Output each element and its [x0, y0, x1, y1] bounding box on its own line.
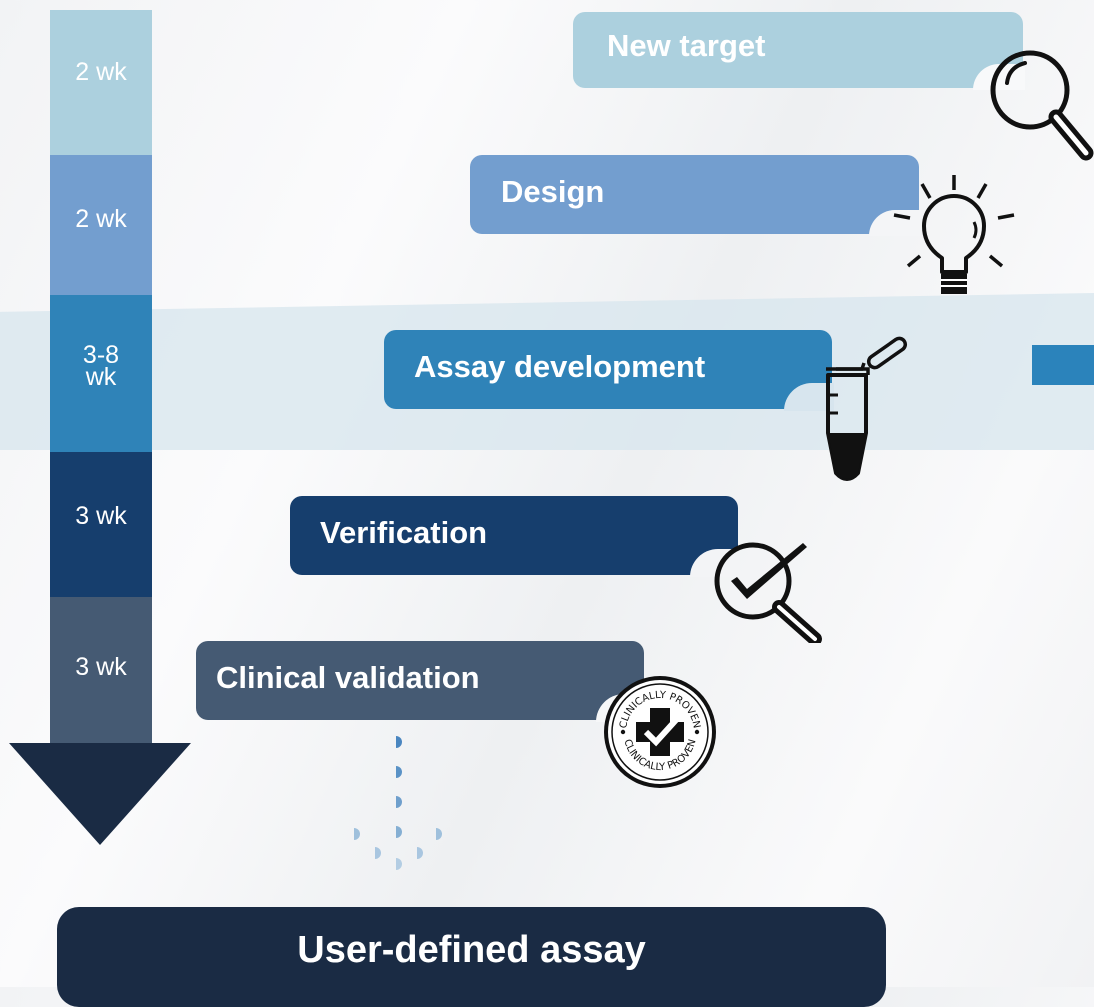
- dotted-connector: [354, 736, 442, 870]
- test-tube-icon: [826, 336, 908, 481]
- duration-label: 3 wk: [75, 653, 127, 681]
- check-magnifier-icon: [714, 542, 822, 643]
- duration-label: 2 wk: [75, 57, 127, 86]
- result-user-defined-assay: User-defined assay: [57, 907, 886, 1007]
- timeline-arrowhead: [9, 743, 191, 845]
- magnifier-icon: [990, 50, 1094, 161]
- duration-label: 3 wk: [75, 501, 127, 530]
- timeline-segment-design: 2 wk: [50, 155, 152, 295]
- timeline-segment-new-target: 2 wk: [50, 10, 152, 155]
- highlight-band-accent: [1032, 345, 1094, 385]
- timeline-segment-clinical-validation: 3 wk: [50, 597, 152, 745]
- clinically-proven-badge-icon: CLINICALLY PROVEN CLINICALLY PROVEN: [604, 676, 716, 788]
- step-clinical-validation: Clinical validation: [196, 641, 646, 722]
- duration-label: 3-8 wk: [82, 340, 120, 391]
- timeline-segment-verification: 3 wk: [50, 452, 152, 597]
- step-design: Design: [470, 155, 921, 236]
- lightbulb-icon: [893, 175, 1015, 294]
- step-new-target: New target: [573, 12, 1025, 90]
- duration-label: 2 wk: [75, 205, 127, 233]
- timeline-arrow: 2 wk 2 wk 3-8 wk 3 wk 3 wk: [0, 0, 191, 850]
- step-assay-development: Assay development: [384, 330, 834, 411]
- result-label: User-defined assay: [297, 929, 646, 971]
- step-verification: Verification: [290, 496, 740, 577]
- timeline-segment-assay-development: 3-8 wk: [50, 295, 152, 452]
